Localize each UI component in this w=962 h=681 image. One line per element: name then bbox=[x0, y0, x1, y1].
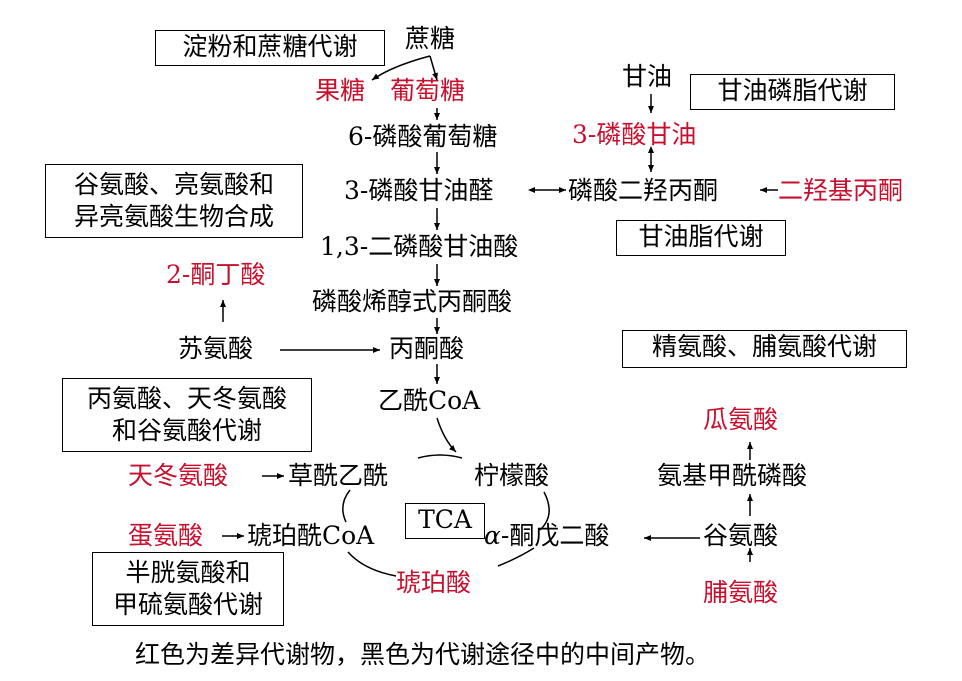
node-glutamate: 谷氨酸 bbox=[703, 521, 779, 550]
box-glycerophospholipid-metabolism: 甘油磷脂代谢 bbox=[690, 74, 895, 110]
node-glycerol-3-phosphate: 3-磷酸甘油 bbox=[572, 120, 697, 149]
box-amino-acid-biosynthesis: 谷氨酸、亮氨酸和 异亮氨酸生物合成 bbox=[45, 164, 303, 238]
node-2-ketobutyrate: 2-酮丁酸 bbox=[166, 260, 266, 289]
node-pyruvate: 丙酮酸 bbox=[389, 334, 465, 363]
node-threonine: 苏氨酸 bbox=[178, 334, 254, 363]
node-carbamoyl-phosphate: 氨基甲酰磷酸 bbox=[657, 461, 808, 490]
node-citrulline: 瓜氨酸 bbox=[703, 405, 779, 434]
node-proline: 脯氨酸 bbox=[703, 578, 779, 607]
node-oxaloacetate: 草酰乙酰 bbox=[288, 461, 389, 490]
box-line: 半胱氨酸和 bbox=[125, 558, 251, 587]
arrow-sucrose-glucose bbox=[429, 55, 438, 81]
node-phosphoenolpyruvate: 磷酸烯醇式丙酮酸 bbox=[312, 287, 513, 316]
box-line: 丙氨酸、天冬氨酸 bbox=[86, 384, 287, 413]
box-ala-asp-glu-metabolism: 丙氨酸、天冬氨酸 和谷氨酸代谢 bbox=[62, 378, 312, 452]
box-line: 异亮氨酸生物合成 bbox=[73, 202, 274, 231]
node-1-3-bisphosphoglycerate: 1,3-二磷酸甘油酸 bbox=[320, 232, 519, 261]
node-methionine: 蛋氨酸 bbox=[128, 521, 204, 550]
node-succinate: 琥珀酸 bbox=[396, 568, 472, 597]
figure-caption: 红色为差异代谢物，黑色为代谢途径中的中间产物。 bbox=[135, 640, 711, 669]
tca-arc-right bbox=[539, 491, 550, 531]
node-succinyl-coa: 琥珀酰CoA bbox=[247, 521, 375, 550]
tca-arc-left bbox=[342, 489, 351, 523]
tca-arc-top bbox=[417, 454, 463, 459]
arrow-acetylcoa-citrate bbox=[436, 417, 457, 453]
tca-arc-bottom-left bbox=[347, 551, 397, 577]
node-citrate: 柠檬酸 bbox=[474, 461, 550, 490]
node-aspartate: 天冬氨酸 bbox=[128, 461, 229, 490]
node-akg-label: -酮戊二酸 bbox=[500, 521, 610, 550]
box-tca-cycle: TCA bbox=[405, 503, 485, 539]
box-arginine-proline-metabolism: 精氨酸、脯氨酸代谢 bbox=[622, 330, 907, 368]
arrow-sucrose-fructose bbox=[371, 55, 431, 81]
node-fructose: 果糖 bbox=[315, 76, 366, 105]
node-dihydroxyacetone: 二羟基丙酮 bbox=[778, 176, 904, 205]
tca-arc-bottom-right bbox=[497, 547, 535, 567]
node-glyceraldehyde-3-phosphate: 3-磷酸甘油醛 bbox=[344, 176, 494, 205]
node-acetyl-coa: 乙酰CoA bbox=[378, 386, 481, 415]
box-glycerolipid-metabolism: 甘油脂代谢 bbox=[616, 220, 786, 256]
node-glucose-6-phosphate: 6-磷酸葡萄糖 bbox=[348, 122, 498, 151]
alpha-symbol: α bbox=[484, 521, 501, 550]
node-glucose: 葡萄糖 bbox=[390, 76, 466, 105]
box-line: 和谷氨酸代谢 bbox=[111, 416, 262, 445]
node-glycerol: 甘油 bbox=[622, 62, 673, 91]
box-cys-met-metabolism: 半胱氨酸和 甲硫氨酸代谢 bbox=[92, 552, 284, 626]
node-sucrose: 蔗糖 bbox=[405, 24, 456, 53]
node-alpha-ketoglutarate: α-酮戊二酸 bbox=[484, 521, 609, 551]
box-line: 甲硫氨酸代谢 bbox=[112, 590, 263, 619]
node-dihydroxyacetone-phosphate: 磷酸二羟丙酮 bbox=[568, 176, 719, 205]
box-starch-sucrose-metabolism: 淀粉和蔗糖代谢 bbox=[155, 30, 385, 66]
box-line: 谷氨酸、亮氨酸和 bbox=[73, 170, 274, 199]
